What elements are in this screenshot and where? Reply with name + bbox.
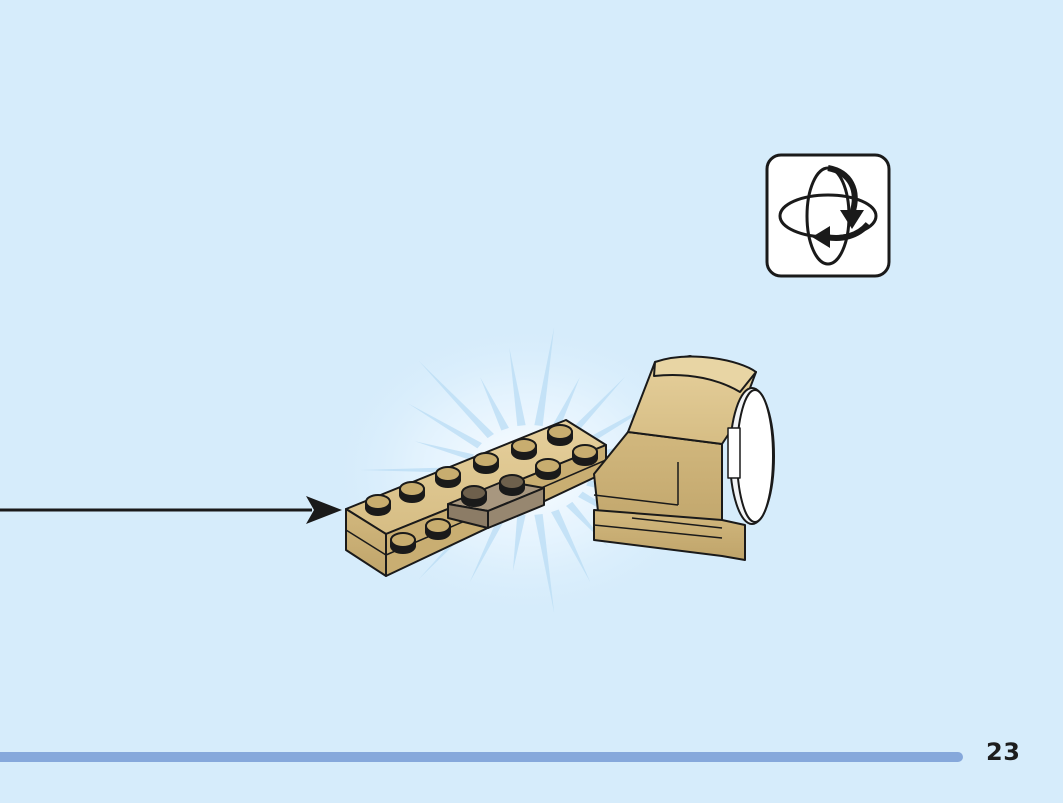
burst-ray — [566, 376, 625, 439]
burst-ray — [418, 360, 494, 439]
plate-studs — [365, 424, 598, 554]
stud — [425, 518, 451, 540]
page-number: 23 — [986, 738, 1021, 766]
stud — [499, 474, 525, 496]
stud — [461, 485, 487, 507]
burst-ray — [509, 348, 526, 427]
stud — [365, 494, 391, 516]
burst-ray — [534, 513, 555, 614]
stud — [535, 458, 561, 480]
burst-ray — [534, 326, 555, 427]
lego-model — [345, 355, 775, 577]
stud — [399, 481, 425, 503]
tan-curved-brick — [593, 355, 757, 561]
rotate-model-icon — [778, 165, 878, 266]
burst-ray — [480, 377, 509, 431]
stud — [511, 438, 537, 460]
stud — [547, 424, 573, 446]
burst-ray — [408, 403, 482, 449]
rotate-callout — [765, 153, 891, 278]
burst-ray — [512, 513, 526, 571]
stud — [435, 466, 461, 488]
burst-ray — [469, 509, 509, 583]
stud — [473, 452, 499, 474]
stud — [572, 444, 598, 466]
burst-ray — [551, 509, 591, 583]
white-round-dish — [727, 387, 775, 525]
assembly-arrow-icon — [0, 496, 342, 524]
stud — [390, 532, 416, 554]
burst-ray — [551, 377, 580, 431]
burst-ray — [414, 441, 474, 461]
